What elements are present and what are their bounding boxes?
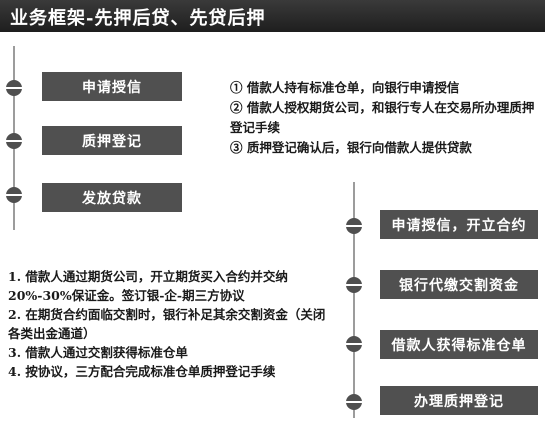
left-note-1: ① 借款人持有标准仓单，向银行申请授信 xyxy=(230,80,460,95)
left-step-1-box: 申请授信 xyxy=(42,72,182,101)
right-note-2: 2. 在期货合约面临交割时，银行补足其余交割资金（关闭各类出金通道） xyxy=(8,307,326,341)
left-step-2-label: 质押登记 xyxy=(82,133,142,150)
right-flow-notes: 1. 借款人通过期货公司，开立期货买入合约并交纳20%-30%保证金。签订银-企… xyxy=(8,267,333,381)
left-step-2-node xyxy=(6,133,22,149)
right-step-3-node xyxy=(346,336,362,352)
left-step-3-label: 发放贷款 xyxy=(82,190,142,207)
left-note-3: ③ 质押登记确认后，银行向借款人提供贷款 xyxy=(230,140,472,155)
left-flow-notes: ① 借款人持有标准仓单，向银行申请授信 ② 借款人授权期货公司，和银行专人在交易… xyxy=(230,78,540,158)
right-step-3-label: 借款人获得标准仓单 xyxy=(391,337,527,354)
right-step-2-label: 银行代缴交割资金 xyxy=(399,277,519,294)
right-step-1-label: 申请授信，开立合约 xyxy=(391,217,527,234)
right-step-4-label: 办理质押登记 xyxy=(414,393,504,410)
page-title: 业务框架-先押后贷、先贷后押 xyxy=(10,8,266,29)
left-step-3-box: 发放贷款 xyxy=(42,183,182,212)
right-step-4-box: 办理质押登记 xyxy=(380,386,538,415)
right-note-4: 4. 按协议，三方配合完成标准仓单质押登记手续 xyxy=(8,364,276,379)
right-timeline-line xyxy=(353,182,355,418)
left-step-3-node xyxy=(6,187,22,203)
right-step-4-node xyxy=(346,394,362,410)
right-step-2-box: 银行代缴交割资金 xyxy=(380,270,538,299)
left-step-1-node xyxy=(6,80,22,96)
right-step-2-node xyxy=(346,277,362,293)
left-step-2-box: 质押登记 xyxy=(42,126,182,155)
right-step-1-box: 申请授信，开立合约 xyxy=(380,210,538,239)
right-note-1: 1. 借款人通过期货公司，开立期货买入合约并交纳20%-30%保证金。签订银-企… xyxy=(8,269,288,303)
title-banner: 业务框架-先押后贷、先贷后押 xyxy=(0,0,545,32)
right-step-1-node xyxy=(346,218,362,234)
left-step-1-label: 申请授信 xyxy=(82,79,142,96)
left-note-2: ② 借款人授权期货公司，和银行专人在交易所办理质押登记手续 xyxy=(230,100,535,135)
right-note-3: 3. 借款人通过交割获得标准仓单 xyxy=(8,345,188,360)
right-step-3-box: 借款人获得标准仓单 xyxy=(380,330,538,359)
